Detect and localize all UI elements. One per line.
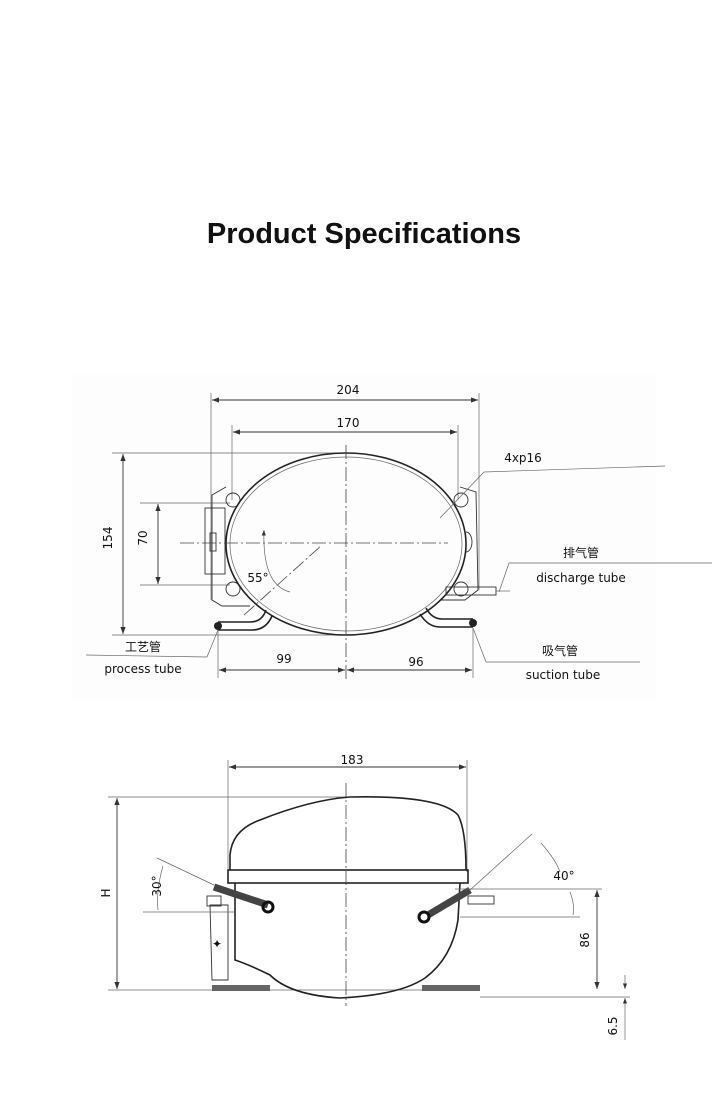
top-view: 204 170 154 70 99 96 55° 4xp16 排气管 disch…: [85, 383, 712, 682]
terminal-box: [204, 507, 226, 575]
top-view-background: [72, 375, 656, 700]
ground-symbol-icon: ✦: [212, 937, 222, 951]
angle-label-40: 40°: [553, 869, 574, 883]
compressor-band: [227, 869, 469, 884]
compressor-dome: [229, 796, 467, 871]
angle-arc-30: [157, 865, 164, 911]
terminal-bracket: [209, 904, 229, 981]
mount-hole: [453, 581, 469, 597]
compressor-lower-shell: [234, 882, 461, 999]
process-tube-end: [214, 622, 222, 630]
suction-tube: [419, 607, 473, 628]
process-tube: [218, 609, 273, 631]
discharge-tube-label-en: discharge tube: [536, 571, 626, 585]
suction-tube-label-cn: 吸气管: [542, 643, 578, 658]
mount-hole: [225, 581, 241, 597]
suction-tube-end: [469, 619, 477, 627]
page-title: Product Specifications: [206, 218, 522, 250]
dim-label-right: 96: [408, 655, 423, 669]
discharge-tube-label-cn: 排气管: [563, 545, 599, 560]
angle-arc-55: [261, 529, 291, 593]
angle-label-30: 30°: [150, 875, 164, 896]
dim-label-mount-width: 170: [337, 416, 360, 430]
angle-arc-40: [540, 842, 561, 873]
dim-label-width: 183: [341, 753, 364, 767]
dim-label-left: 99: [276, 652, 291, 666]
process-tube-label-en: process tube: [104, 662, 181, 676]
hole-label: 4xp16: [504, 451, 542, 465]
side-view: ✦ 183 H 86 6.5 30° 40°: [99, 753, 630, 1040]
process-tube-side: [212, 883, 270, 909]
dim-label-overall-width: 204: [337, 383, 360, 397]
suction-tube-label-en: suction tube: [526, 668, 601, 682]
dim-label-mount-spacing: 70: [136, 530, 150, 545]
process-tube-label-cn: 工艺管: [125, 639, 161, 654]
left-foot: [212, 985, 270, 991]
suction-tube-side: [426, 886, 472, 919]
right-foot: [422, 985, 480, 991]
dim-label-tube-height: 86: [578, 932, 592, 947]
discharge-tube-side: [467, 895, 495, 905]
angle-label-55: 55°: [247, 571, 268, 585]
dim-label-height-h: H: [99, 888, 113, 897]
mount-hole: [453, 492, 469, 508]
right-mount-plate: [440, 486, 479, 601]
left-mount-plate: [211, 486, 250, 607]
dim-label-foot: 6.5: [606, 1016, 620, 1035]
dim-label-height: 154: [101, 527, 115, 550]
